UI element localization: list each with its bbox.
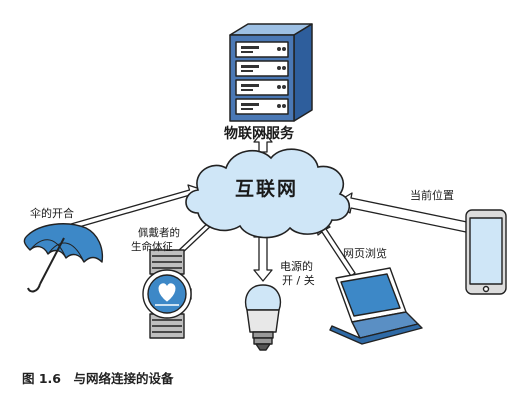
umbrella-icon <box>23 223 104 293</box>
server-label: 物联网服务 <box>224 126 294 142</box>
cloud-icon <box>185 148 351 239</box>
phone-label: 当前位置 <box>410 189 454 202</box>
light-bulb-icon <box>244 284 282 351</box>
figure-caption: 图 1.6 与网络连接的设备 <box>22 371 174 386</box>
smartwatch-icon <box>142 249 192 339</box>
arrow-umbrella-to-cloud <box>63 184 204 232</box>
server-icon <box>229 23 313 122</box>
watch-label-line2: 生命体征 <box>131 241 173 253</box>
bulb-label-line1: 电源的 <box>280 260 313 273</box>
laptop-label: 网页浏览 <box>343 247 387 260</box>
bulb-label-line2: 开 / 关 <box>282 274 315 287</box>
laptop-icon <box>329 267 423 345</box>
umbrella-label: 伞的开合 <box>30 207 74 220</box>
heart-icon <box>158 283 176 302</box>
arrow-cloud-to-server <box>253 130 273 153</box>
smartphone-icon <box>465 209 507 295</box>
watch-label-line1: 佩戴者的 <box>138 227 180 239</box>
cloud-label: 互联网 <box>235 178 299 200</box>
